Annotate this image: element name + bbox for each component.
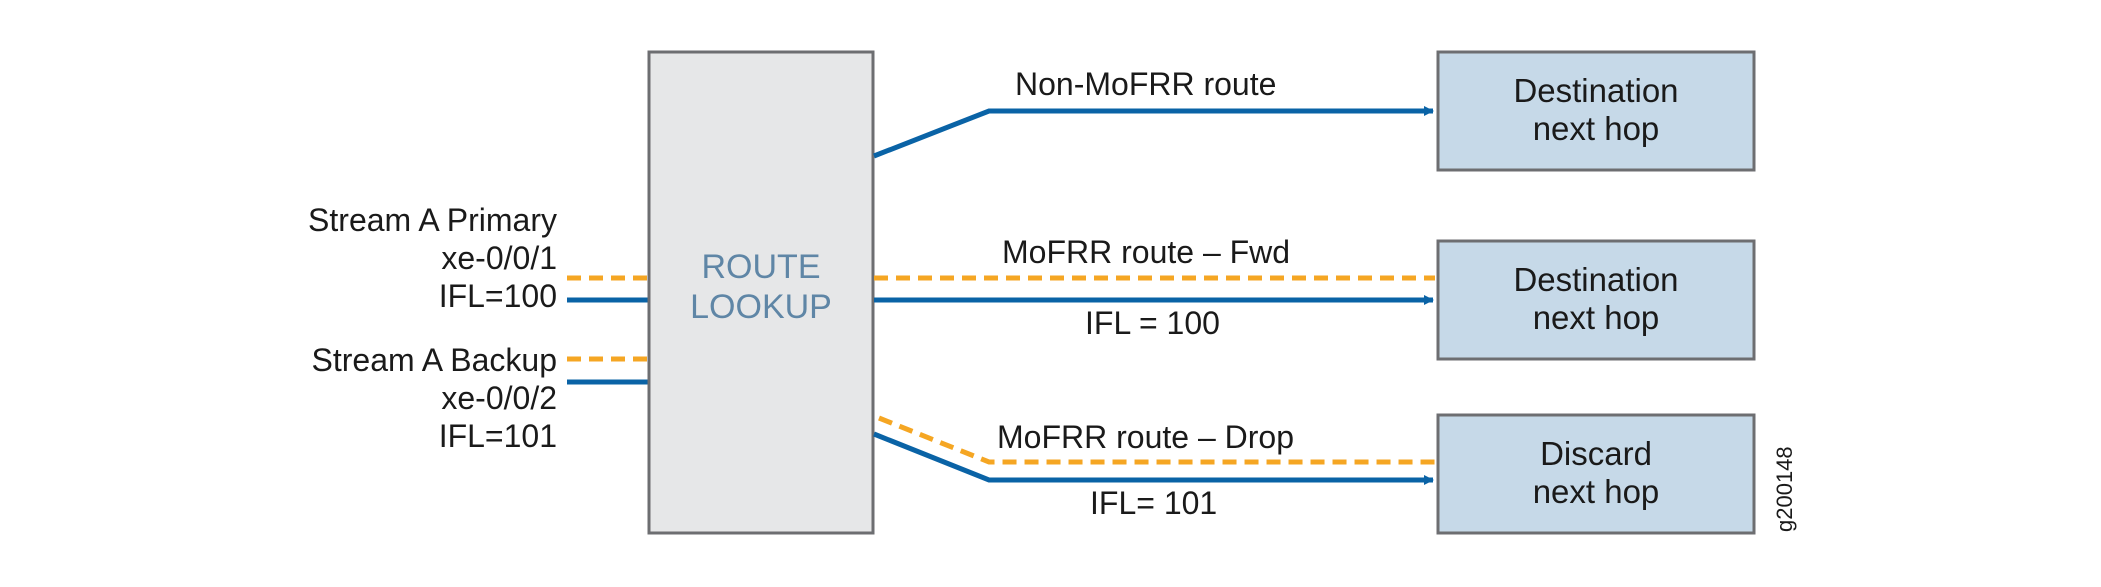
destination-next-hop-1-line2: next hop [1533,110,1660,147]
destination-next-hop-1-line1: Destination [1513,72,1678,109]
route-lookup-block: ROUTE LOOKUP [647,50,875,535]
stream-a-primary-title: Stream A Primary [308,202,557,238]
stream-a-primary-interface: xe-0/0/1 [441,240,557,276]
input-labels: Stream A Primary xe-0/0/1 IFL=100 Stream… [308,202,557,454]
discard-next-hop-box [1436,413,1756,535]
destination-next-hop-2-box [1436,239,1756,361]
input-lines [567,275,648,385]
stream-a-backup-ifl: IFL=101 [439,418,557,454]
route-lookup-label-line1: ROUTE [702,248,821,286]
stream-a-backup-title: Stream A Backup [312,342,557,378]
mofrr-drop-backup-line [878,415,1435,465]
destination-next-hop-2: Destination next hop [1436,239,1756,361]
discard-next-hop-line1: Discard [1540,435,1652,472]
discard-next-hop: Discard next hop [1436,413,1756,535]
destination-next-hop-2-line2: next hop [1533,299,1660,336]
non-mofrr-route-label: Non-MoFRR route [1015,66,1276,102]
mofrr-drop-route-label: MoFRR route – Drop [997,419,1294,455]
discard-next-hop-line2: next hop [1533,473,1660,510]
stream-a-backup-interface: xe-0/0/2 [441,380,557,416]
mofrr-fwd-route-label: MoFRR route – Fwd [1002,234,1290,270]
destination-next-hop-1: Destination next hop [1436,50,1756,172]
route-lookup-label-line2: LOOKUP [690,288,832,326]
mofrr-drop-ifl-label: IFL= 101 [1090,485,1217,521]
mofrr-drop-primary-line [873,431,1434,485]
mofrr-fwd-ifl-label: IFL = 100 [1085,305,1220,341]
route-lookup-box [647,50,875,535]
non-mofrr-route-line [873,106,1434,159]
stream-a-primary-ifl: IFL=100 [439,278,557,314]
destination-next-hop-1-box [1436,50,1756,172]
destination-next-hop-2-line1: Destination [1513,261,1678,298]
route-labels: Non-MoFRR route MoFRR route – Fwd IFL = … [997,66,1294,521]
next-hop-boxes: Destination next hop Destination next ho… [1436,50,1756,535]
route-lines [873,106,1435,485]
figure-id: g200148 [1772,446,1797,532]
